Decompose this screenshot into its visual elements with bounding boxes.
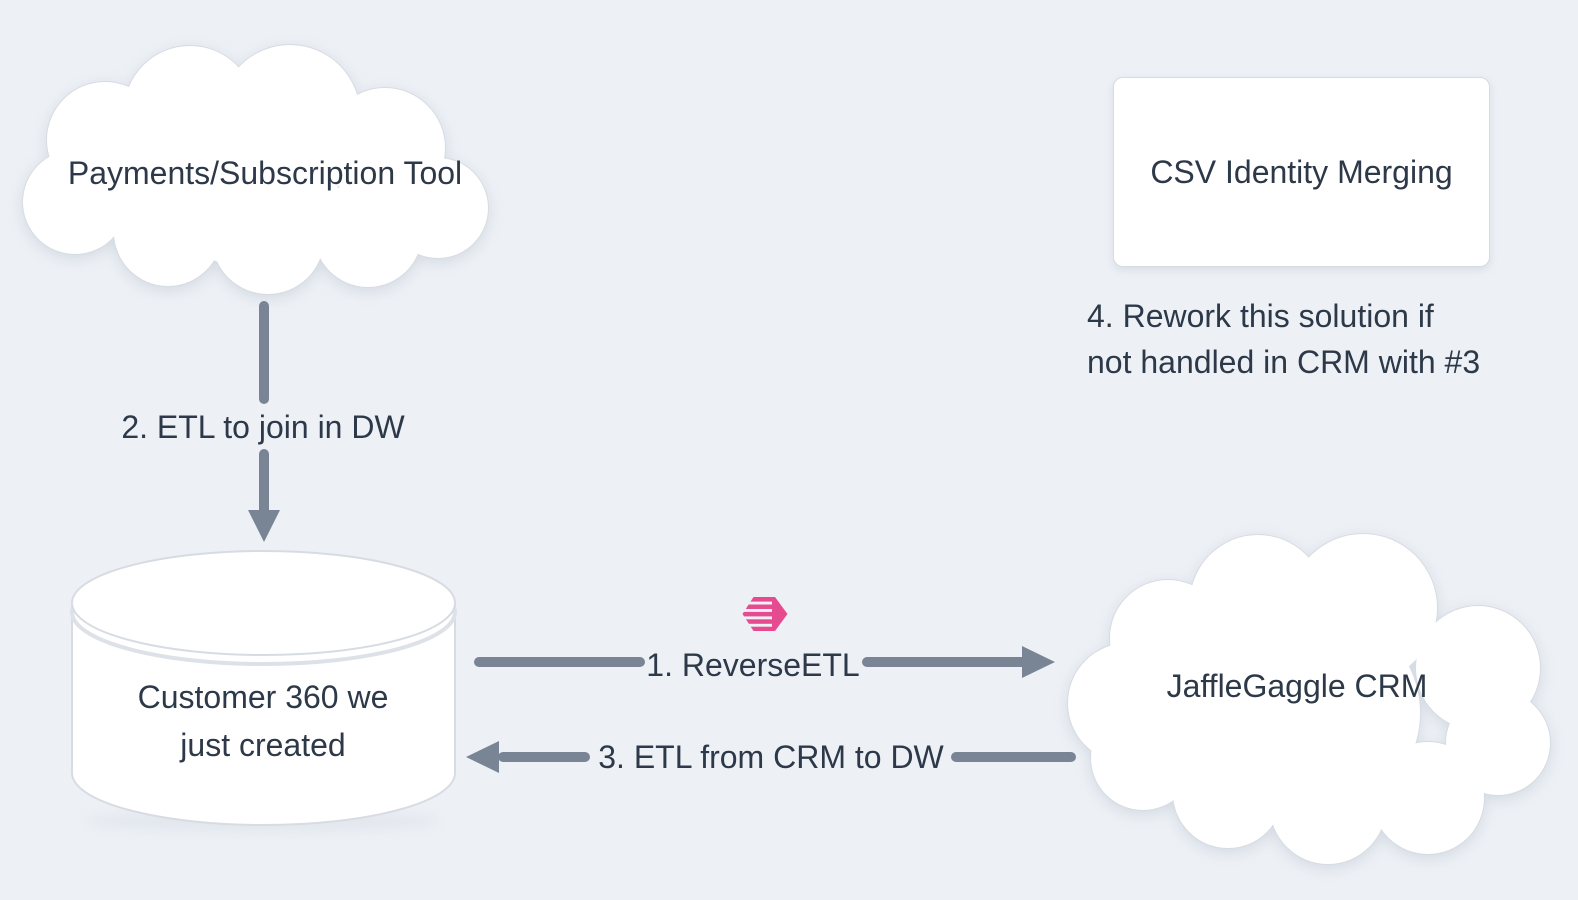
warehouse-db-label: Customer 360 we just created bbox=[138, 673, 389, 769]
warehouse-db-label-line1: Customer 360 we bbox=[137, 679, 389, 715]
db-top bbox=[71, 550, 456, 656]
etl-from-crm-arrowhead bbox=[466, 741, 499, 773]
rework-note-line1: 4. Rework this solution if bbox=[1087, 298, 1434, 334]
csv-card: CSV Identity Merging bbox=[1113, 77, 1490, 267]
etl-join-edge-label: 2. ETL to join in DW bbox=[121, 409, 405, 445]
rework-note-line2: not handled in CRM with #3 bbox=[1087, 344, 1481, 380]
payments-cloud-label: Payments/Subscription Tool bbox=[67, 155, 463, 191]
etl-join-arrowhead bbox=[248, 510, 280, 542]
warehouse-db-shape bbox=[70, 550, 457, 832]
hightouch-logo-icon bbox=[742, 597, 788, 631]
etl-from-crm-edge-label: 3. ETL from CRM to DW bbox=[598, 739, 944, 775]
csv-card-label: CSV Identity Merging bbox=[1150, 153, 1453, 190]
crm-cloud-label: JaffleGaggle CRM bbox=[1166, 668, 1428, 704]
rework-note: 4. Rework this solution if not handled i… bbox=[1087, 293, 1480, 385]
reverse-etl-arrowhead bbox=[1022, 646, 1055, 678]
reverse-etl-edge-label: 1. ReverseETL bbox=[646, 647, 860, 683]
warehouse-db-label-line2: just created bbox=[180, 727, 346, 763]
